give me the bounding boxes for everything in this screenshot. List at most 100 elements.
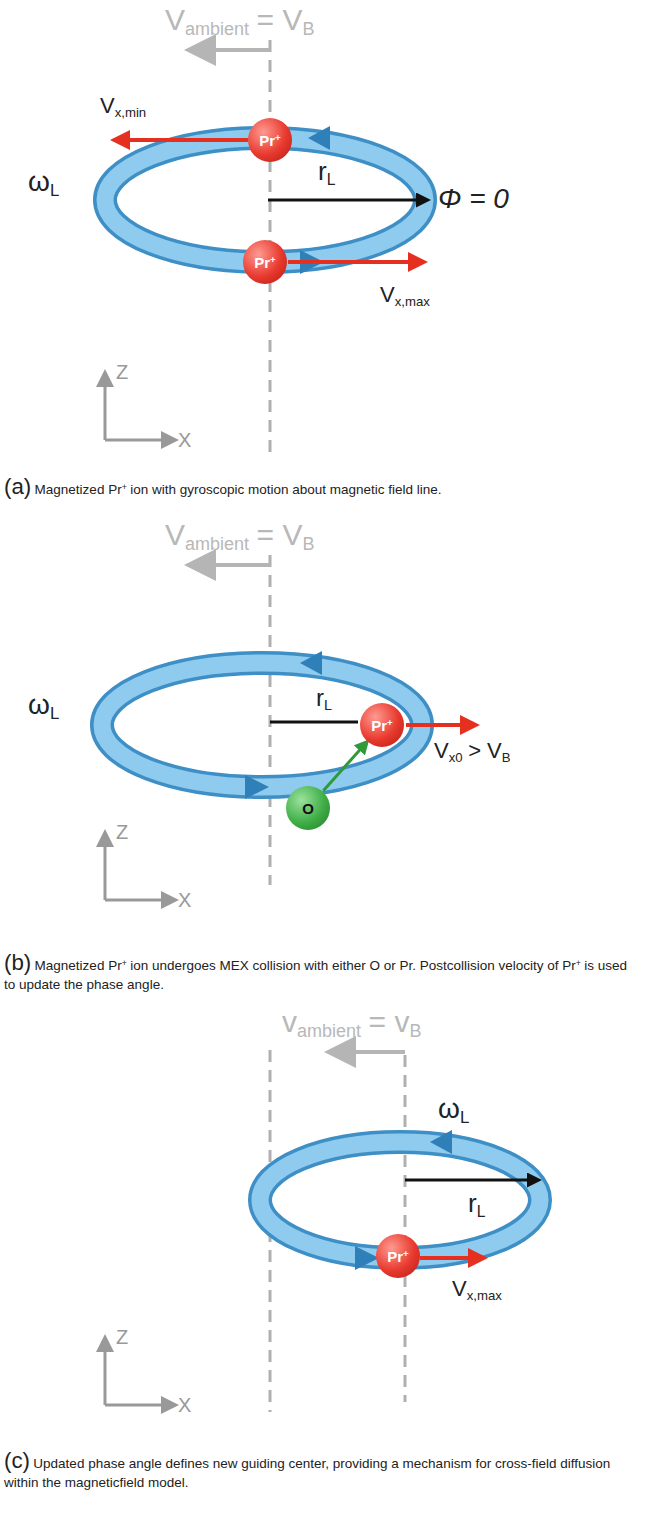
subscript: ambient [185,534,249,554]
label-text: > V [468,738,502,763]
node-text: O [302,800,314,817]
panel-letter: (b) [4,950,31,975]
superscript: + [270,254,276,265]
superscript: + [403,1248,409,1259]
caption: (b)Magnetized Pr+ion undergoes MEX colli… [4,950,640,993]
label: Vambient= VB [165,2,314,41]
label: Vx,max [380,282,430,310]
label-text: ω [28,166,50,197]
ion-circle: Pr+ [360,703,404,747]
label-text: V [434,738,449,763]
axis [105,439,170,442]
label: ωL [28,165,59,201]
node-text: Pr [371,717,387,734]
axis [105,1404,170,1407]
label: vambient= vB [282,1004,421,1043]
superscript: + [122,482,127,492]
axis [104,838,107,900]
label-text: Z [116,821,128,843]
label-text: ω [438,1093,460,1124]
subscript: x,max [395,294,430,309]
subscript: ambient [185,19,249,39]
subscript: x,max [467,1288,502,1303]
node-text: Pr [387,1248,403,1265]
label: Vx,min [100,93,146,121]
node-text: Pr [254,254,270,271]
subscript: B [302,19,314,39]
label: Z [116,1325,128,1349]
subscript: B [409,1021,421,1041]
label-text: Updated phase angle defines new guiding … [4,1456,610,1490]
panel-b [102,555,472,900]
label-text: V [380,282,395,307]
radius-line [270,721,358,724]
superscript: + [387,717,393,728]
superscript: + [576,958,581,968]
radius-arrow [268,199,425,202]
subscript: L [50,704,59,723]
subscript: B [502,750,511,765]
label: rL [318,156,335,189]
label-text: ion with gyroscopic motion about magneti… [130,482,441,497]
label: ωL [438,1092,469,1128]
axis [104,1343,107,1405]
subscript: L [50,181,59,200]
caption: (c)Updated phase angle defines new guidi… [4,1448,640,1491]
ion-circle: Pr+ [376,1234,420,1278]
label: rL [316,684,332,715]
label-text: Magnetized Pr [35,958,122,973]
label-text: V [100,93,115,118]
label: Vambient= VB [165,517,314,556]
label-text: Z [116,1326,128,1348]
collision-arrow [323,744,365,791]
label-text: V [165,3,185,36]
superscript: + [122,958,127,968]
atom-circle: O [286,786,330,830]
panel-c [105,1050,540,1412]
label-text: v [282,1005,297,1038]
label-text: V [452,1276,467,1301]
axis [104,378,107,440]
label-text: X [178,429,191,451]
subscript: L [327,171,336,188]
label-text: = v [369,1005,410,1038]
subscript: L [477,1203,486,1220]
superscript: + [275,132,281,143]
ambient-arrow [200,563,270,567]
label: rL [468,1188,485,1221]
velocity-arrow [406,723,472,727]
label-text: ω [28,689,50,720]
ambient-arrow [340,1050,405,1054]
subscript: x0 [449,750,463,765]
node-text: Pr [259,132,275,149]
caption: (a)Magnetized Pr+ion with gyroscopic mot… [4,474,644,501]
label-text: X [178,889,191,911]
label-text: X [178,1394,191,1416]
field-line [404,1055,407,1402]
label: ωL [28,688,59,724]
subscript: L [460,1108,469,1127]
subscript: B [302,534,314,554]
field-line [269,555,272,885]
ion-circle: Pr+ [248,118,292,162]
label: X [178,888,191,912]
label: Z [116,360,128,384]
label: Vx0 > VB [434,738,511,766]
subscript: L [324,697,332,713]
panel-letter: (c) [4,1448,30,1473]
label-text: r [318,156,327,186]
label: Φ = 0 [438,182,509,216]
label-text: Z [116,361,128,383]
velocity-arrow [288,260,420,264]
label: X [178,1393,191,1417]
label-text: Φ = 0 [438,183,509,214]
label-text: r [468,1188,477,1218]
label-text: = V [257,518,303,551]
label: X [178,428,191,452]
velocity-arrow [118,138,248,142]
axis [105,899,170,902]
label-text: r [316,684,324,711]
panel-a [105,40,425,455]
